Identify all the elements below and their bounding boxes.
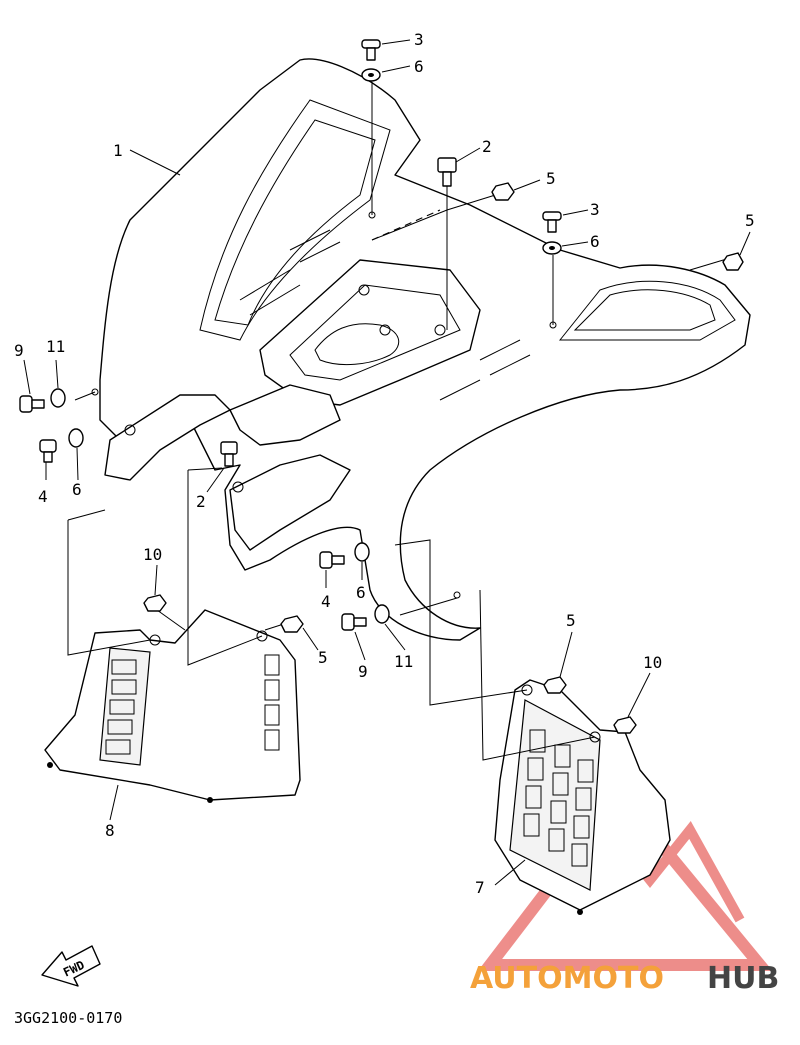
callout-6-mid: 6 [356, 583, 366, 602]
mud-flap-right [494, 679, 671, 915]
nut-10-left [143, 594, 167, 612]
callout-10-left: 10 [143, 545, 162, 564]
callout-labels: 1 2 2 3 3 4 4 5 5 5 5 6 6 6 6 7 8 9 9 10… [14, 30, 755, 897]
nut-5-lower-right [543, 676, 567, 694]
callout-2-lower: 2 [196, 492, 206, 511]
callout-6-right: 6 [590, 232, 600, 251]
callout-1: 1 [113, 141, 123, 160]
callout-11-left: 11 [46, 337, 65, 356]
callout-4-left: 4 [38, 487, 48, 506]
washer-6-left [68, 428, 84, 448]
assembly-lines [67, 82, 731, 761]
callout-5-left: 5 [318, 648, 328, 667]
nut-5-left [280, 615, 304, 633]
screw-9-mid [341, 613, 367, 631]
drawing-code: 3GG2100-0170 [14, 1009, 122, 1027]
callout-6-left: 6 [72, 480, 82, 499]
callout-3-right: 3 [590, 200, 600, 219]
screw-9-left [19, 395, 45, 413]
callout-3-top: 3 [414, 30, 424, 49]
washer-11-mid [374, 604, 390, 624]
nut-5-right [722, 252, 744, 271]
nut-10-right [613, 716, 637, 734]
washer-6-mid [354, 542, 370, 562]
callout-leaders [23, 39, 751, 886]
fwd-arrow-icon: FWD [41, 945, 101, 987]
screw-4-left [39, 439, 57, 463]
screw-3-right [542, 211, 562, 233]
washer-11-left [50, 388, 66, 408]
callout-2-top: 2 [482, 137, 492, 156]
callout-5-lower-right: 5 [566, 611, 576, 630]
callout-10-right: 10 [643, 653, 662, 672]
bolt-2-lower [220, 441, 238, 467]
screw-3-top [361, 39, 381, 61]
screw-4-mid [319, 551, 345, 569]
watermark-text-part2: HUB [707, 961, 779, 996]
mud-flap-left [44, 609, 301, 803]
callout-6-top: 6 [414, 57, 424, 76]
rear-fender [91, 58, 751, 641]
callout-11-mid: 11 [394, 652, 413, 671]
callout-8: 8 [105, 821, 115, 840]
watermark-text-part1: AUTOMOTO [470, 961, 664, 996]
callout-4-mid: 4 [321, 592, 331, 611]
fasteners [19, 39, 744, 734]
callout-7: 7 [475, 878, 485, 897]
callout-9-left: 9 [14, 341, 24, 360]
callout-9-mid: 9 [358, 662, 368, 681]
watermark-text: AUTOMOTO HUB [470, 961, 779, 996]
callout-5-top: 5 [546, 169, 556, 188]
nut-5-top [491, 182, 515, 201]
callout-5-right: 5 [745, 211, 755, 230]
bolt-2-top [437, 157, 457, 187]
